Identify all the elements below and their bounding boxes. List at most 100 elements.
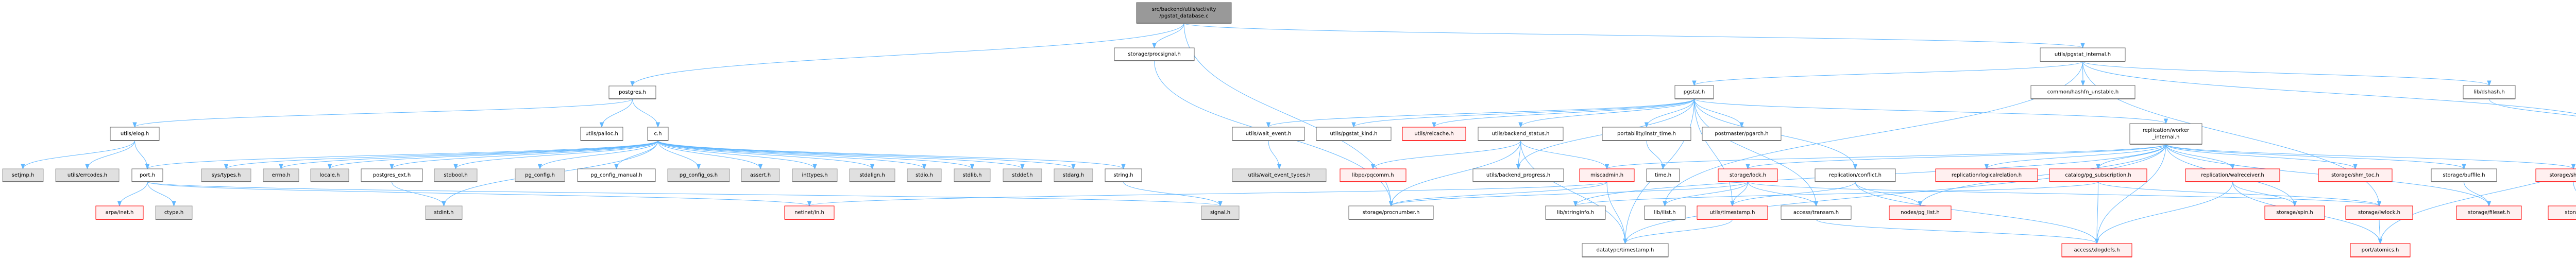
arrowhead-c-to-inttypes — [812, 164, 817, 170]
edge-postgres-to-palloc — [601, 98, 633, 128]
node-storage-procnumber-h[interactable]: storage/procnumber.h — [1348, 205, 1434, 220]
node-box — [1472, 168, 1564, 182]
arrowhead-conflict-to-utils_timestamp — [1730, 201, 1735, 207]
node-inttypes-h: inttypes.h — [792, 168, 838, 182]
node-label: postmaster/pgarch.h — [1715, 131, 1768, 137]
node-box — [954, 168, 991, 182]
node-label: storage/lwlock.h — [2358, 210, 2400, 216]
node-label: stdbool.h — [444, 172, 467, 178]
arrowhead-c-to-stdio — [922, 164, 927, 170]
node-access-transam-h[interactable]: access/transam.h — [1781, 205, 1852, 220]
arrowhead-backend_status-to-pqcomm — [1370, 164, 1376, 170]
edge-c-to-postgres_ext — [392, 140, 658, 169]
node-stdio-h: stdio.h — [907, 168, 942, 182]
node-box — [425, 205, 463, 220]
node-utils-backend-progress-h[interactable]: utils/backend_progress.h — [1472, 168, 1564, 182]
arrowhead-c-to-pg_config_os — [696, 164, 701, 170]
node-box — [2463, 85, 2516, 99]
arrowhead-postgres-to-c — [655, 122, 660, 128]
node-lib-stringinfo-h[interactable]: lib/stringinfo.h — [1545, 205, 1606, 220]
arrowhead-elog-to-errcodes — [85, 164, 90, 170]
node-label: utils/wait_event_types.h — [1248, 172, 1311, 178]
node-utils-pgstat-internal-h[interactable]: utils/pgstat_internal.h — [2040, 47, 2126, 62]
node-utils-backend-status-h[interactable]: utils/backend_status.h — [1478, 127, 1564, 141]
edge-c-to-stdio — [657, 140, 925, 169]
arrowhead-c-to-stdarg — [1071, 164, 1076, 170]
node-utils-pgstat-kind-h[interactable]: utils/pgstat_kind.h — [1316, 127, 1392, 141]
node-replication-walreceiver-h: replication/walreceiver.h — [2185, 168, 2280, 182]
node-replication-conflict-h[interactable]: replication/conflict.h — [1815, 168, 1896, 182]
arrowhead-c-to-pg_config — [537, 164, 543, 170]
arrowhead-postgres-to-palloc — [599, 122, 604, 128]
node-string-h[interactable]: string.h — [1105, 168, 1142, 182]
edge-lock-to-procnumber — [1391, 181, 1748, 206]
node-utils-errcodes-h: utils/errcodes.h — [55, 168, 120, 182]
node-label: pg_config_os.h — [680, 172, 718, 178]
edge-pgstat_internal-to-dsa — [2082, 61, 2576, 114]
node-portability-instr-time-h[interactable]: portability/instr_time.h — [1602, 127, 1691, 141]
edge-root-to-procsignal — [1154, 23, 1184, 48]
node-replication-logicalrelation-h: replication/logicalrelation.h — [1935, 168, 2038, 182]
node-box — [1644, 205, 1686, 220]
node-datatype-timestamp-h[interactable]: datatype/timestamp.h — [1582, 243, 1669, 257]
node-stdalign-h: stdalign.h — [849, 168, 895, 182]
arrowhead-worker_internal-to-lock — [1745, 164, 1750, 170]
arrowhead-pgstat-to-pgarch — [1739, 122, 1744, 128]
arrowhead-pg_subscription-to-stringinfo — [1573, 201, 1578, 207]
edge-postgres_ext-to-stdint — [392, 181, 444, 206]
node-box — [2548, 205, 2576, 220]
node-utils-elog-h[interactable]: utils/elog.h — [110, 127, 160, 141]
node-label: port.h — [140, 172, 155, 178]
arrowhead-instr_time-to-time — [1660, 164, 1666, 170]
edge-pgstat-to-transam — [1694, 98, 1817, 206]
node-box — [1602, 127, 1691, 141]
arrowhead-worker_internal-to-walreceiver — [2230, 164, 2235, 170]
arrowhead-miscadmin-to-netinet_in — [807, 201, 812, 207]
edge-c-to-pg_config_manual — [616, 140, 658, 169]
edge-pgstat-to-backend_status — [1520, 98, 1694, 128]
node-label: replication/conflict.h — [1829, 172, 1882, 178]
node-label: locale.h — [320, 172, 340, 178]
node-stddef-h: stddef.h — [1003, 168, 1042, 182]
node-label: utils/pgstat_kind.h — [1330, 131, 1377, 137]
arrowhead-c-to-stdbool — [453, 164, 458, 170]
edge-postgres-to-c — [632, 98, 658, 128]
node-pgstat-h[interactable]: pgstat.h — [1674, 85, 1714, 99]
node-label: inttypes.h — [802, 172, 827, 178]
edge-pgstat-to-pgstat_kind — [1353, 98, 1694, 128]
arrowhead-pgstat-to-conflict — [1853, 164, 1858, 170]
node-utils-palloc-h[interactable]: utils/palloc.h — [580, 127, 623, 141]
node-utils-wait-event-h[interactable]: utils/wait_event.h — [1232, 127, 1305, 141]
node-box — [1815, 168, 1896, 182]
node-pg-config-h: pg_config.h — [515, 168, 565, 182]
node-label: ctype.h — [164, 210, 183, 216]
node-storage-procsignal-h[interactable]: storage/procsignal.h — [1114, 47, 1195, 61]
edge-worker_internal-to-lock — [1748, 144, 2166, 169]
node-postmaster-pgarch-h[interactable]: postmaster/pgarch.h — [1702, 127, 1782, 141]
node-sys-types-h: sys/types.h — [201, 168, 251, 182]
edge-worker_internal-to-logicalrelation — [1986, 144, 2166, 169]
node-storage-spin-h: storage/spin.h — [2264, 205, 2325, 220]
node-postgres-h[interactable]: postgres.h — [608, 85, 656, 99]
edge-backend_status-to-procnumber — [1391, 140, 1521, 206]
node-stdlib-h: stdlib.h — [954, 168, 991, 182]
node-port-h[interactable]: port.h — [131, 168, 163, 182]
node-box — [580, 127, 623, 141]
node-replication-worker-internal-h[interactable]: replication/worker_internal.h — [2129, 123, 2202, 145]
node-pg-config-manual-h[interactable]: pg_config_manual.h — [577, 168, 656, 182]
node-label: utils/backend_status.h — [1492, 131, 1550, 137]
node-label: datatype/timestamp.h — [1597, 248, 1654, 253]
node-storage-buffile-h[interactable]: storage/buffile.h — [2431, 168, 2497, 182]
node-label: stdarg.h — [1063, 172, 1084, 178]
node-label: storage/fileset.h — [2468, 210, 2510, 216]
node-box — [1136, 2, 1232, 24]
node-c-h[interactable]: c.h — [647, 127, 669, 141]
node-lib-dshash-h[interactable]: lib/dshash.h — [2463, 85, 2516, 99]
node-label: access/transam.h — [1793, 210, 1839, 216]
node-lib-ilist-h[interactable]: lib/ilist.h — [1644, 205, 1686, 220]
node-label: postgres_ext.h — [373, 172, 411, 178]
node-time-h[interactable]: time.h — [1646, 168, 1680, 182]
node-common-hashfn-unstable-h[interactable]: common/hashfn_unstable.h — [2030, 85, 2136, 99]
arrowhead-c-to-systypes — [224, 164, 229, 170]
node-postgres-ext-h[interactable]: postgres_ext.h — [361, 168, 423, 182]
